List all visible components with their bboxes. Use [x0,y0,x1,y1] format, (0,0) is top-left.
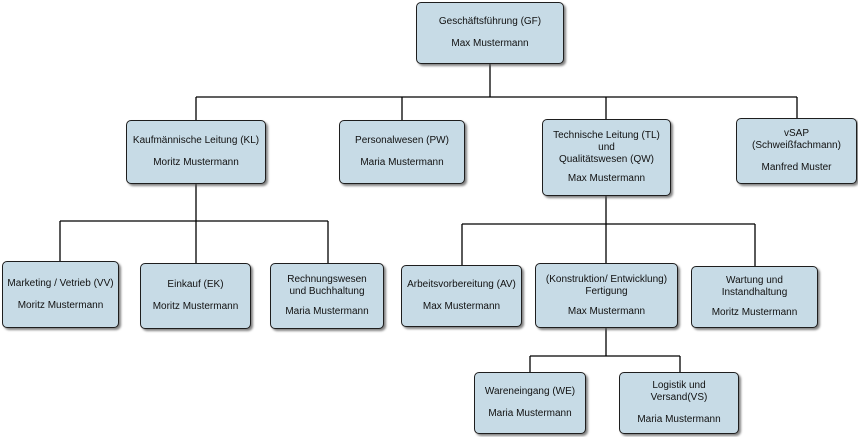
node-geschaeftsfuehrung: Geschäftsführung (GF) Max Mustermann [416,2,564,64]
node-wareneingang: Wareneingang (WE) Maria Mustermann [474,372,586,434]
node-title: Technische Leitung (TL) und Qualitätswes… [553,130,660,165]
node-person: Maria Mustermann [360,157,444,168]
node-title: Wartung und Instandhaltung [721,275,788,298]
node-person: Moritz Mustermann [153,157,239,168]
node-person: Max Mustermann [567,173,646,184]
node-rechnungswesen: Rechnungswesen und Buchhaltung Maria Mus… [270,263,384,329]
node-title: Wareneingang (WE) [484,386,576,397]
node-title: Geschäftsführung (GF) [438,16,542,27]
node-title: vSAP (Schweißfachmann) [752,128,841,151]
node-title: Rechnungswesen und Buchhaltung [287,274,367,297]
node-person: Max Mustermann [422,301,501,312]
node-person: Moritz Mustermann [17,299,104,311]
node-einkauf: Einkauf (EK) Moritz Mustermann [140,263,251,329]
node-title: Logistik und Versand(VS) [650,380,708,403]
node-arbeitsvorbereitung: Arbeitsvorbereitung (AV) Max Mustermann [401,265,522,327]
node-title: Marketing / Vetrieb (VV) [7,277,114,289]
node-konstruktion-fertigung: (Konstruktion/ Entwicklung) Fertigung Ma… [535,263,678,328]
node-person: Maria Mustermann [488,408,572,419]
node-title: Kaufmännische Leitung (KL) [132,135,260,146]
node-person: Maria Mustermann [285,306,369,317]
node-person: Manfred Muster [761,162,832,173]
node-person: Max Mustermann [567,305,646,317]
node-vsap: vSAP (Schweißfachmann) Manfred Muster [736,118,857,184]
node-title: Einkauf (EK) [167,279,224,290]
node-title: (Konstruktion/ Entwicklung) Fertigung [545,273,668,297]
node-wartung-instandhaltung: Wartung und Instandhaltung Moritz Muster… [691,266,818,328]
node-logistik-versand: Logistik und Versand(VS) Maria Musterman… [619,372,739,434]
node-marketing-vertrieb: Marketing / Vetrieb (VV) Moritz Musterma… [2,261,119,328]
node-person: Maria Mustermann [637,414,721,425]
node-title: Personalwesen (PW) [355,135,449,146]
node-person: Max Mustermann [451,38,529,49]
node-kaufmaennische-leitung: Kaufmännische Leitung (KL) Moritz Muster… [126,120,266,184]
node-technische-leitung: Technische Leitung (TL) und Qualitätswes… [542,119,671,196]
node-person: Moritz Mustermann [152,301,239,312]
node-title: Arbeitsvorbereitung (AV) [407,279,516,290]
node-person: Moritz Mustermann [711,307,798,318]
node-personalwesen: Personalwesen (PW) Maria Mustermann [339,120,465,184]
